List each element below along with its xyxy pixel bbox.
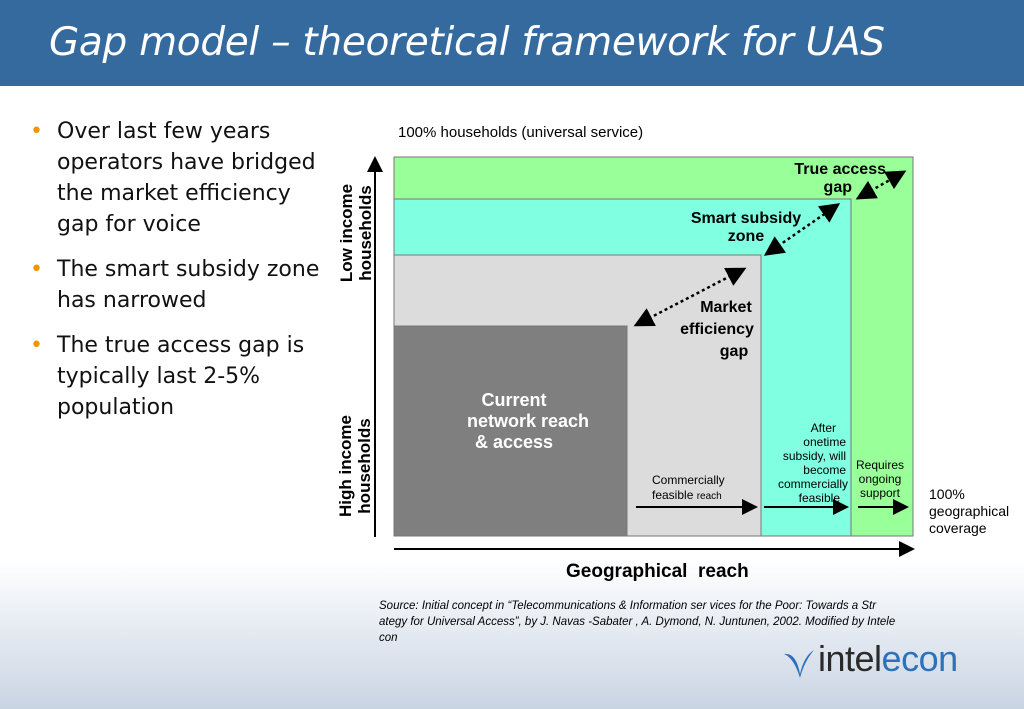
- x-axis-label: Geographical reach: [566, 561, 749, 582]
- bullet-item: •The smart subsidy zone has narrowed: [30, 254, 330, 316]
- y-axis-high-label: High income households: [336, 415, 374, 518]
- true-access-arrow: [855, 170, 907, 200]
- market-gap-label: Market efficiency gap: [680, 299, 754, 360]
- logo-swoosh-icon: [784, 650, 814, 678]
- bullet-dot-icon: •: [30, 333, 43, 358]
- intelecon-logo: intelecon: [782, 638, 1002, 684]
- smart-subsidy-arrow: [763, 203, 841, 256]
- bullet-dot-icon: •: [30, 257, 43, 282]
- title-bar: Gap model – theoretical framework for UA…: [0, 0, 1024, 86]
- ongoing-support-note: Requires ongoing support: [855, 458, 905, 500]
- y-axis-low-label: Low income households: [337, 183, 375, 283]
- page-title: Gap model – theoretical framework for UA…: [49, 20, 885, 65]
- current-reach-zone: [393, 325, 628, 537]
- market-gap-arrow: [633, 267, 747, 327]
- bullet-dot-icon: •: [30, 119, 43, 144]
- source-citation: Source: Initial concept in “Telecommunic…: [379, 600, 896, 644]
- logo-text: intelecon: [818, 638, 958, 679]
- bullet-item: •Over last few years operators have brid…: [30, 116, 330, 240]
- after-subsidy-note: After onetime subsidy, will become comme…: [777, 421, 848, 505]
- commercially-feasible-note: Commercially feasible reach: [652, 473, 725, 502]
- current-reach-label: Current network reach & access: [466, 390, 590, 452]
- top-label: 100% households (universal service): [398, 124, 644, 141]
- smart-subsidy-label: Smart subsidy zone: [690, 210, 802, 245]
- true-access-label: True access gap: [794, 161, 886, 196]
- right-coverage-label: 100% geographical coverage: [929, 486, 1010, 536]
- bullet-list: •Over last few years operators have brid…: [30, 116, 330, 437]
- bullet-item: •The true access gap is typically last 2…: [30, 330, 330, 423]
